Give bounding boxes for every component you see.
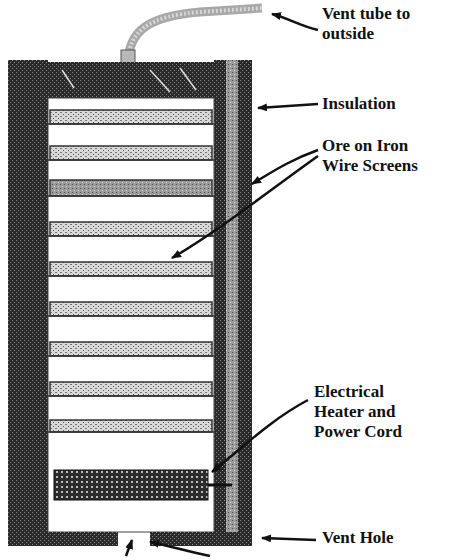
vent-tube-label: Vent tube to outside (322, 4, 442, 44)
ore-screens-label: Ore on Iron Wire Screens (322, 136, 447, 176)
insulation-label: Insulation (322, 94, 442, 114)
heater-label: Electrical Heater and Power Cord (314, 382, 434, 442)
vent-hole-label: Vent Hole (322, 528, 442, 548)
